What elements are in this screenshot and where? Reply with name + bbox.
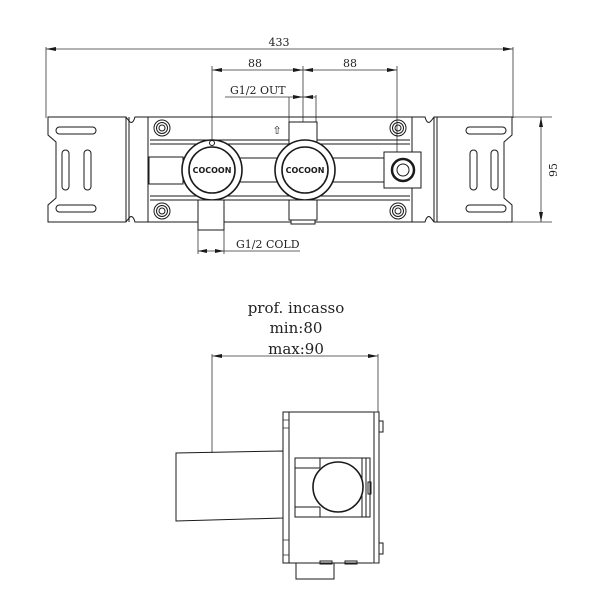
left-knob: COCOON — [181, 139, 243, 201]
mounting-screws — [153, 119, 407, 220]
dimension-spacing: 88 88 — [211, 57, 398, 160]
depth-title: prof. incasso — [248, 299, 345, 317]
outlet-label: G1/2 OUT — [230, 84, 286, 97]
spacing-right-label: 88 — [343, 57, 357, 70]
screw-icon — [389, 119, 407, 137]
knob-side-profile — [175, 450, 284, 522]
cartridge-section — [294, 457, 372, 518]
right-bracket — [411, 116, 513, 223]
knob-brand-left: COCOON — [193, 166, 232, 175]
spacing-left-label: 88 — [248, 57, 262, 70]
screw-icon — [389, 202, 407, 220]
dimension-overall-width: 433 — [45, 36, 514, 118]
cold-inlet-pipe — [197, 199, 225, 231]
flow-arrow-icon: ⇧ — [272, 124, 281, 137]
front-view: 433 88 88 G1/2 OUT — [45, 36, 560, 254]
overall-width-label: 433 — [269, 36, 290, 49]
dimension-depth — [211, 354, 379, 453]
side-view: prof. incasso min:80 max:90 — [175, 299, 384, 580]
side-bottom-pipe — [295, 560, 358, 580]
right-knob: COCOON — [274, 139, 336, 201]
screw-icon — [153, 119, 171, 137]
left-bracket — [47, 116, 149, 223]
depth-min: min:80 — [270, 319, 323, 337]
right-port — [383, 151, 422, 189]
bottom-outlet-stub — [288, 199, 318, 225]
knob-brand-right: COCOON — [286, 166, 325, 175]
outlet-callout: G1/2 OUT — [225, 84, 317, 122]
screw-icon — [153, 202, 171, 220]
inlet-label: G1/2 COLD — [236, 238, 300, 251]
cold-callout: G1/2 COLD — [197, 230, 300, 254]
dimension-height: 95 — [512, 116, 560, 223]
height-label: 95 — [547, 163, 560, 177]
depth-max: max:90 — [268, 340, 324, 358]
